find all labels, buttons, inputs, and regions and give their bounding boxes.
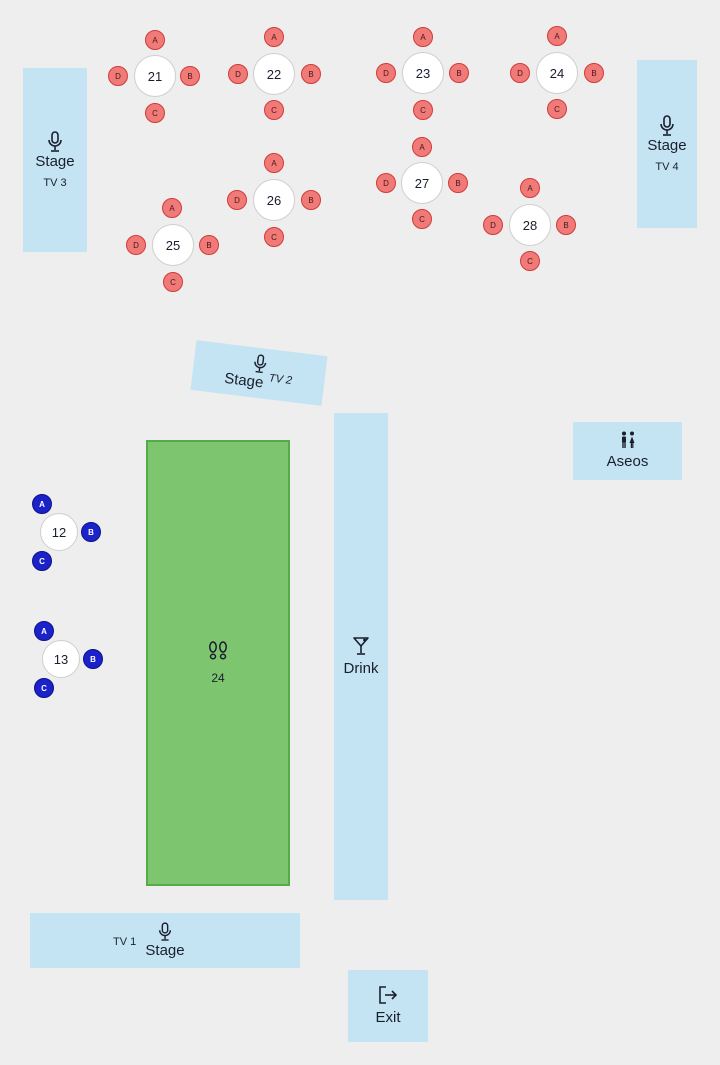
- seat-a[interactable]: A: [34, 621, 54, 641]
- seat-c[interactable]: C: [547, 99, 567, 119]
- seat-a[interactable]: A: [264, 153, 284, 173]
- seat-a[interactable]: A: [547, 26, 567, 46]
- table-21[interactable]: 21: [134, 55, 176, 97]
- stage-label: Stage: [647, 136, 687, 154]
- seat-d[interactable]: D: [126, 235, 146, 255]
- seat-c[interactable]: C: [264, 227, 284, 247]
- table-27[interactable]: 27: [401, 162, 443, 204]
- tv-label: TV 2: [268, 372, 293, 388]
- tv-label: TV 3: [43, 176, 67, 189]
- seat-d[interactable]: D: [227, 190, 247, 210]
- seat-a[interactable]: A: [264, 27, 284, 47]
- stage-tv3[interactable]: Stage TV 3: [23, 68, 87, 252]
- seat-c[interactable]: C: [412, 209, 432, 229]
- seat-b[interactable]: B: [81, 522, 101, 542]
- exit-label: Exit: [375, 1009, 401, 1026]
- stage-tv4[interactable]: Stage TV 4: [637, 60, 697, 228]
- footprints-icon: [209, 641, 227, 660]
- exit-icon: [379, 986, 398, 1004]
- dance-floor-count: 24: [211, 671, 225, 685]
- seat-c[interactable]: C: [520, 251, 540, 271]
- stage-tv1[interactable]: Stage TV 1: [30, 913, 300, 968]
- seat-c[interactable]: C: [264, 100, 284, 120]
- seat-b[interactable]: B: [199, 235, 219, 255]
- stage-tv2[interactable]: Stage TV 2: [190, 340, 328, 406]
- exit[interactable]: Exit: [348, 970, 428, 1042]
- seat-a[interactable]: A: [520, 178, 540, 198]
- stage-label: Stage: [35, 152, 75, 170]
- table-28[interactable]: 28: [509, 204, 551, 246]
- seat-b[interactable]: B: [301, 64, 321, 84]
- seat-b[interactable]: B: [556, 215, 576, 235]
- seat-d[interactable]: D: [510, 63, 530, 83]
- seat-b[interactable]: B: [301, 190, 321, 210]
- cocktail-icon: [353, 636, 369, 655]
- seat-a[interactable]: A: [413, 27, 433, 47]
- table-25[interactable]: 25: [152, 224, 194, 266]
- seat-a[interactable]: A: [162, 198, 182, 218]
- seat-c[interactable]: C: [145, 103, 165, 123]
- tv-label: TV 4: [655, 160, 679, 173]
- dance-floor[interactable]: 24: [146, 440, 290, 886]
- seat-c[interactable]: C: [32, 551, 52, 571]
- aseos-label: Aseos: [606, 453, 649, 470]
- seat-a[interactable]: A: [412, 137, 432, 157]
- seat-c[interactable]: C: [163, 272, 183, 292]
- seat-d[interactable]: D: [483, 215, 503, 235]
- table-13[interactable]: 13: [42, 640, 80, 678]
- table-12[interactable]: 12: [40, 513, 78, 551]
- seat-a[interactable]: A: [145, 30, 165, 50]
- seat-d[interactable]: D: [228, 64, 248, 84]
- table-24[interactable]: 24: [536, 52, 578, 94]
- stage-label: Stage: [223, 369, 265, 392]
- drink-label: Drink: [343, 659, 379, 677]
- seat-b[interactable]: B: [448, 173, 468, 193]
- seat-c[interactable]: C: [34, 678, 54, 698]
- seat-b[interactable]: B: [83, 649, 103, 669]
- seat-b[interactable]: B: [449, 63, 469, 83]
- microphone-icon: [660, 114, 674, 136]
- seat-a[interactable]: A: [32, 494, 52, 514]
- drink-bar[interactable]: Drink: [334, 413, 388, 900]
- seat-b[interactable]: B: [180, 66, 200, 86]
- tv-label: TV 1: [113, 936, 137, 948]
- restroom-icon: [621, 431, 634, 448]
- stage-label: Stage: [145, 941, 185, 959]
- aseos[interactable]: Aseos: [573, 422, 682, 480]
- seat-d[interactable]: D: [376, 173, 396, 193]
- table-23[interactable]: 23: [402, 52, 444, 94]
- microphone-icon: [254, 354, 267, 374]
- seat-c[interactable]: C: [413, 100, 433, 120]
- microphone-icon: [48, 130, 62, 152]
- table-26[interactable]: 26: [253, 179, 295, 221]
- seat-b[interactable]: B: [584, 63, 604, 83]
- seat-d[interactable]: D: [108, 66, 128, 86]
- microphone-icon: [158, 921, 172, 941]
- table-22[interactable]: 22: [253, 53, 295, 95]
- seat-d[interactable]: D: [376, 63, 396, 83]
